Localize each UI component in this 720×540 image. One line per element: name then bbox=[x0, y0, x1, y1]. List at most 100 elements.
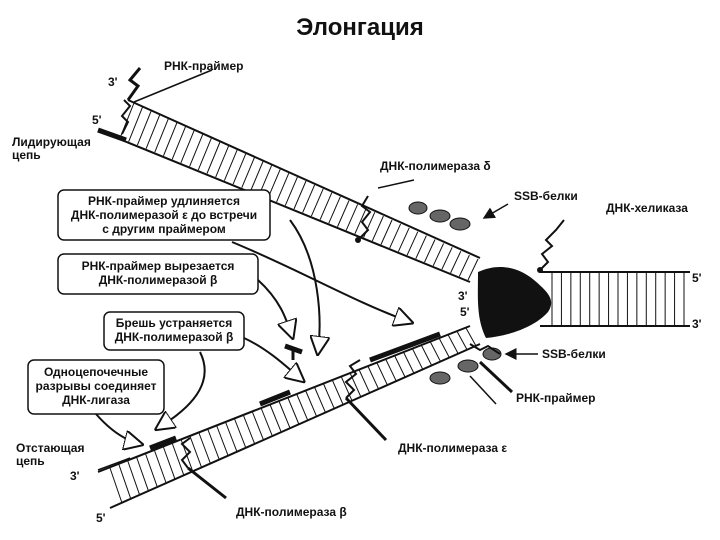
process-arrows bbox=[95, 219, 410, 444]
base-pair-rung bbox=[319, 192, 333, 220]
base-pair-rung bbox=[162, 446, 176, 480]
label-five-prime-fork: 5' bbox=[460, 305, 470, 319]
base-pair-rung bbox=[171, 126, 187, 160]
helicase-dot bbox=[537, 267, 543, 273]
page-title: Элонгация bbox=[296, 14, 424, 41]
base-pair-rung bbox=[216, 425, 229, 457]
base-pair-rung bbox=[328, 196, 341, 224]
label-three-prime-top: 3' bbox=[108, 75, 118, 89]
leading-primer-squiggle bbox=[120, 99, 132, 135]
box-gap-fill bbox=[103, 311, 245, 351]
leading-duplex bbox=[97, 67, 481, 283]
base-pair-rung bbox=[323, 383, 335, 409]
base-pair-rung bbox=[180, 130, 195, 164]
base-pair-rung bbox=[450, 250, 462, 274]
dna-pol-delta-dot bbox=[355, 237, 361, 243]
label-dna-pol-beta: ДНК-полимераза β bbox=[236, 505, 347, 519]
label-rna-primer-top: РНК-праймер bbox=[164, 59, 244, 73]
base-pair-rung bbox=[284, 176, 298, 206]
parental-base-pairs bbox=[551, 272, 685, 326]
base-pair-rung bbox=[269, 404, 282, 433]
label-ssb-top: SSB-белки bbox=[514, 189, 578, 203]
base-pair-rung bbox=[412, 348, 424, 370]
base-pair-rung bbox=[432, 243, 445, 267]
base-pair-rung bbox=[314, 387, 327, 413]
arrow-box1-to-fork bbox=[231, 241, 410, 322]
base-pair-rung bbox=[154, 118, 169, 153]
base-pair-rung bbox=[163, 122, 178, 156]
leading-template-strand bbox=[127, 99, 481, 259]
helicase-pointer bbox=[539, 219, 565, 271]
okazaki-primer-bar-1 bbox=[369, 331, 441, 363]
base-pair-rung bbox=[287, 397, 300, 425]
base-pair-rung bbox=[394, 355, 406, 378]
base-pair-rung bbox=[358, 369, 371, 394]
label-dna-pol-delta: ДНК-полимераза δ bbox=[380, 159, 491, 173]
arrow-box1-to-lagging bbox=[289, 219, 320, 352]
base-pair-rung bbox=[302, 184, 316, 213]
lagging-template-strand bbox=[109, 343, 481, 509]
base-pair-rung bbox=[232, 153, 247, 185]
base-pair-rung bbox=[332, 380, 344, 406]
dna-pol-beta-squiggle bbox=[180, 437, 192, 469]
base-pair-rung bbox=[225, 422, 238, 453]
base-pair-rung bbox=[241, 157, 255, 188]
base-pair-rung bbox=[197, 137, 212, 171]
lagging-new-strand bbox=[97, 325, 471, 473]
rna-primer-top-squiggle bbox=[126, 67, 142, 101]
base-pair-rung bbox=[367, 366, 380, 390]
ssb-protein bbox=[457, 359, 479, 373]
base-pair-rung bbox=[198, 432, 211, 464]
base-pair-rung bbox=[441, 247, 453, 270]
base-pair-rung bbox=[206, 141, 221, 174]
label-helicase: ДНК-хеликаза bbox=[606, 201, 688, 215]
parental-duplex bbox=[540, 271, 690, 327]
base-pair-rung bbox=[376, 362, 388, 386]
label-five-prime-top: 5' bbox=[92, 113, 102, 127]
arrow-box3-to-gap bbox=[158, 351, 206, 428]
base-pair-rung bbox=[189, 436, 203, 468]
base-pair-rung bbox=[465, 327, 477, 347]
base-pair-rung bbox=[296, 394, 309, 421]
box-primer-extension bbox=[57, 189, 271, 241]
label-three-prime-right-bottom: 3' bbox=[692, 317, 702, 331]
dna-pol-epsilon-line bbox=[344, 396, 388, 442]
base-pair-rung bbox=[421, 345, 433, 366]
base-pair-rung bbox=[250, 161, 264, 192]
ssb-protein bbox=[449, 217, 471, 231]
base-pair-rung bbox=[340, 376, 353, 402]
base-pair-rung bbox=[354, 208, 367, 235]
base-pair-rung bbox=[429, 341, 442, 362]
base-pair-rung bbox=[189, 134, 204, 167]
helicase-shape bbox=[477, 266, 552, 338]
arrow-box4-to-nick bbox=[95, 413, 140, 444]
leading-new-strand bbox=[111, 135, 471, 283]
lagging-duplex bbox=[97, 325, 481, 509]
ssb-protein bbox=[429, 371, 451, 385]
base-pair-rung bbox=[293, 180, 307, 210]
base-pair-rung bbox=[403, 352, 415, 374]
label-three-prime-right-top: 5' bbox=[692, 271, 702, 285]
base-pair-rung bbox=[127, 460, 141, 496]
base-pair-rung bbox=[109, 467, 123, 504]
rna-primer-bottom-pointer bbox=[478, 360, 514, 394]
base-pair-rung bbox=[136, 110, 152, 146]
base-pair-rung bbox=[310, 188, 324, 217]
label-dna-pol-epsilon: ДНК-полимераза ε bbox=[398, 441, 507, 455]
box-primer-excision bbox=[57, 253, 259, 295]
arrow-box2-to-primer bbox=[257, 279, 292, 336]
base-pair-rung bbox=[118, 464, 132, 500]
okazaki-primer-bar-3 bbox=[149, 435, 177, 451]
base-pair-rung bbox=[278, 401, 291, 429]
base-pair-rung bbox=[438, 338, 450, 359]
rna-primer-bottom-squiggle bbox=[469, 343, 501, 355]
dna-pol-epsilon-squiggle bbox=[344, 359, 361, 399]
pointer-ssb-top bbox=[482, 203, 509, 219]
